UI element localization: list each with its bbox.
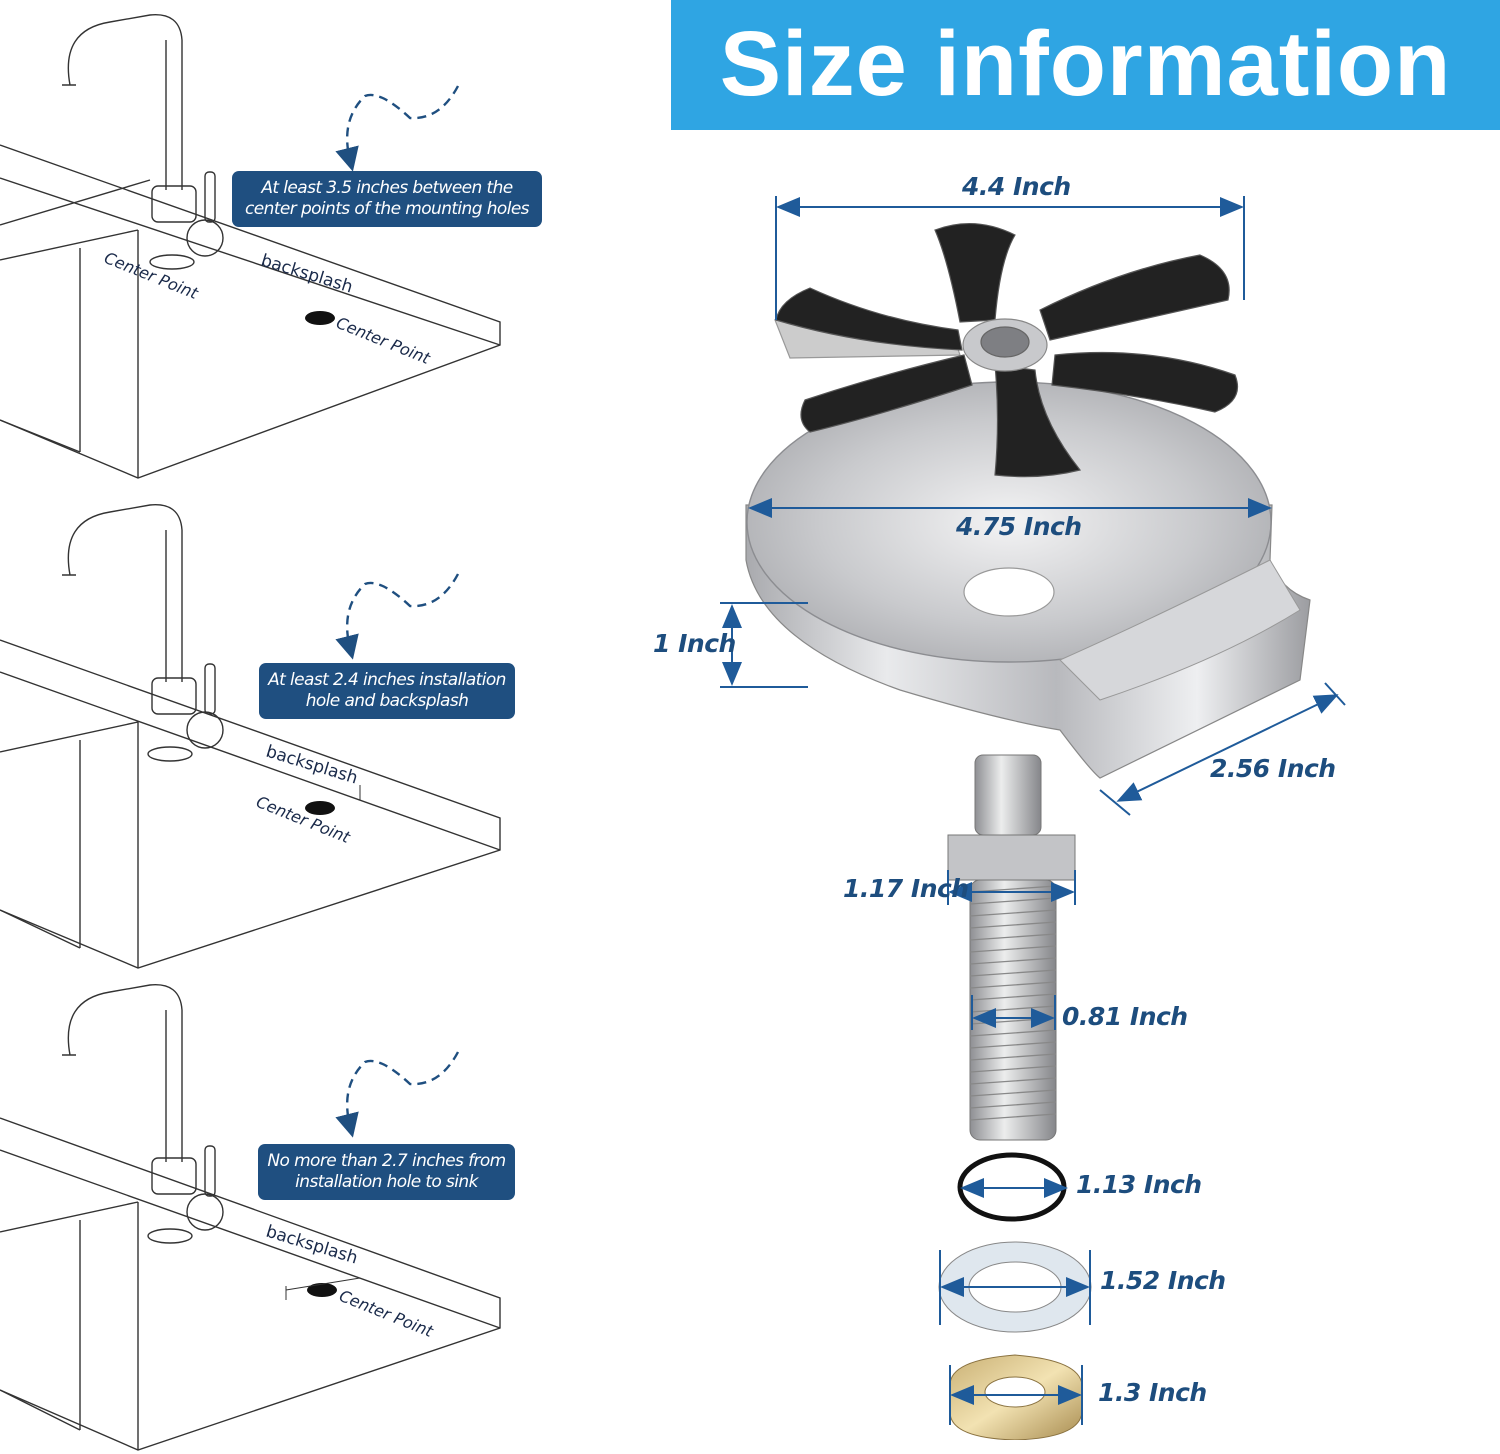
dimension-label-tray-diameter: 4.75 Inch — [956, 512, 1082, 541]
callout-line: hole and backsplash — [305, 691, 469, 711]
title-banner: Size information — [671, 0, 1500, 130]
dimension-label-washer: 1.52 Inch — [1100, 1266, 1226, 1295]
threaded-body — [947, 754, 1076, 1141]
dimension-label-nut-width: 1.17 Inch — [843, 874, 969, 903]
mounting-hole — [305, 311, 335, 325]
dimension-label-hex-nut: 1.3 Inch — [1098, 1378, 1207, 1407]
dashed-arrow-3 — [335, 1051, 460, 1138]
sink-installation-drawings: backsplash Center Point Center Point bac… — [0, 14, 501, 1451]
sink-panel-3 — [0, 984, 501, 1451]
dimension-label-o-ring: 1.13 Inch — [1076, 1170, 1202, 1199]
mounting-hole — [305, 801, 335, 815]
drain-hole — [963, 567, 1055, 617]
dashed-arrow-2 — [335, 573, 460, 660]
callout-mounting-holes: At least 3.5 inches between the center p… — [232, 171, 542, 227]
backsplash-label: backsplash — [259, 251, 356, 298]
callout-line: center points of the mounting holes — [245, 199, 529, 219]
glass-rinser-illustration — [720, 196, 1346, 1440]
callout-line: installation hole to sink — [295, 1172, 478, 1192]
center-point-label: Center Point — [334, 313, 434, 368]
callout-line: No more than 2.7 inches from — [267, 1151, 506, 1171]
dimension-arrows — [720, 196, 1346, 1425]
dimension-label-rinser-width: 4.4 Inch — [962, 172, 1071, 201]
faucet-icon — [62, 984, 224, 1244]
callout-line: At least 2.4 inches installation — [268, 670, 506, 690]
mounting-hole — [307, 1283, 337, 1297]
faucet-icon — [62, 14, 224, 270]
callout-sink-distance: No more than 2.7 inches from installatio… — [258, 1144, 515, 1200]
dashed-arrow-1 — [335, 85, 460, 172]
center-point-label: Center Point — [337, 1286, 437, 1341]
dimension-label-thread-diameter: 0.81 Inch — [1062, 1002, 1188, 1031]
callout-backsplash-distance: At least 2.4 inches installation hole an… — [259, 663, 515, 719]
faucet-icon — [62, 504, 224, 762]
hex-nut — [949, 1354, 1083, 1440]
rinser-blades — [774, 223, 1239, 478]
page-title: Size information — [719, 13, 1452, 115]
backsplash-label: backsplash — [264, 742, 361, 789]
dimension-label-tray-height: 1 Inch — [653, 629, 736, 658]
callout-line: At least 3.5 inches between the — [261, 178, 513, 198]
center-point-label: Center Point — [254, 792, 354, 847]
dimension-label-tray-lip: 2.56 Inch — [1210, 754, 1336, 783]
sink-panel-2 — [0, 504, 501, 969]
sink-panel-1 — [0, 14, 501, 479]
